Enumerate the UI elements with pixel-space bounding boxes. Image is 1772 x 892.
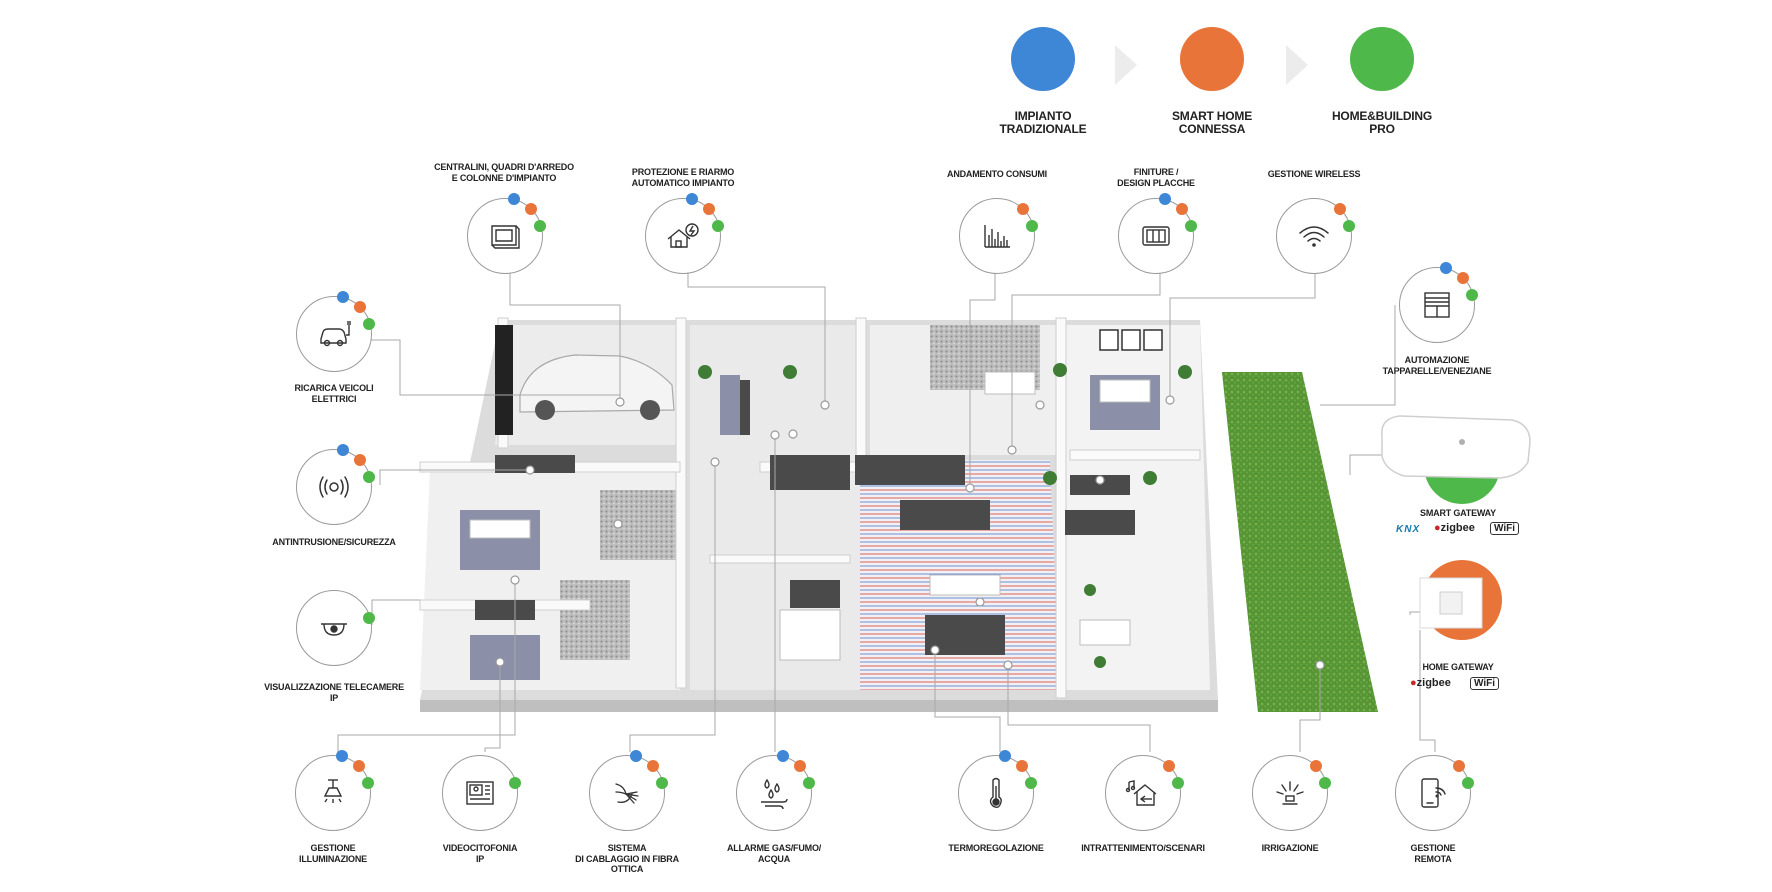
feature-tapparelle[interactable] [1399,262,1478,343]
feature-centralini[interactable] [467,193,546,274]
fiber-icon [615,783,639,804]
bar-chart-icon [984,225,1010,248]
feature-telecamere[interactable] [296,590,375,666]
intercom-icon [466,781,494,805]
label-consumi: ANDAMENTO CONSUMI [947,169,1047,179]
feature-remota[interactable] [1395,755,1474,831]
label-antintrusione: ANTINTRUSIONE/SICUREZZA [272,537,396,547]
zigbee-logo: ●zigbee [1410,677,1451,689]
thermometer-icon [989,777,1002,809]
legend-circle-orange [1180,27,1244,91]
ev-car-icon [320,321,351,347]
label-smart-gateway: SMART GATEWAY [1420,508,1496,518]
smart-gateway-device [1381,415,1531,479]
legend-circle-green [1350,27,1414,91]
feature-antintrusione[interactable] [296,444,375,525]
house-bolt-icon [667,223,699,248]
feature-allarme[interactable] [736,750,815,831]
feature-intrattenimento[interactable] [1105,755,1184,831]
feature-illuminazione[interactable] [295,750,374,831]
feature-protezione[interactable] [645,193,724,274]
panel-icon [491,225,520,249]
label-irrigazione: IRRIGAZIONE [1261,843,1319,853]
label-termo: TERMOREGOLAZIONE [948,843,1044,853]
drops-wind-icon [761,778,788,810]
feature-consumi[interactable] [959,198,1038,274]
sprinkler-icon [1276,781,1304,805]
wifi-logo: WiFi [1470,677,1500,690]
label-wireless: GESTIONE WIRELESS [1267,169,1361,179]
shutter-icon [1424,292,1450,318]
alarm-icon [319,476,349,498]
feature-wireless[interactable] [1276,198,1355,274]
feature-videocitofonia[interactable] [442,755,521,831]
wifi-logo: WiFi [1490,522,1520,535]
legend-circle-blue [1011,27,1075,91]
smart-gateway-protocols: KNX ●zigbee WiFi [1396,522,1526,538]
knx-logo: KNX [1396,524,1421,535]
switch-plate-icon [1142,226,1170,246]
legend-arrow-icon [1286,45,1308,85]
feature-ricarica[interactable] [296,291,375,372]
feature-irrigazione[interactable] [1252,755,1331,831]
label-finiture: FINITURE /DESIGN PLACCHE [1117,167,1195,188]
phone-wifi-icon [1421,778,1446,808]
music-house-icon [1125,780,1157,806]
home-gateway-protocols: ●zigbee WiFi [1410,677,1520,693]
ceiling-lamp-icon [323,779,343,803]
label-intrattenimento: INTRATTENIMENTO/SCENARI [1081,843,1205,853]
camera-icon [321,623,347,636]
zigbee-logo: ●zigbee [1434,522,1475,534]
feature-fibra[interactable] [589,750,668,831]
label-allarme: ALLARME GAS/FUMO/ACQUA [726,843,822,864]
wifi-icon [1299,226,1329,247]
feature-finiture[interactable] [1118,193,1197,274]
label-home-gateway: HOME GATEWAY [1422,662,1494,672]
legend-arrow-icon [1115,45,1137,85]
feature-termo[interactable] [958,750,1037,831]
